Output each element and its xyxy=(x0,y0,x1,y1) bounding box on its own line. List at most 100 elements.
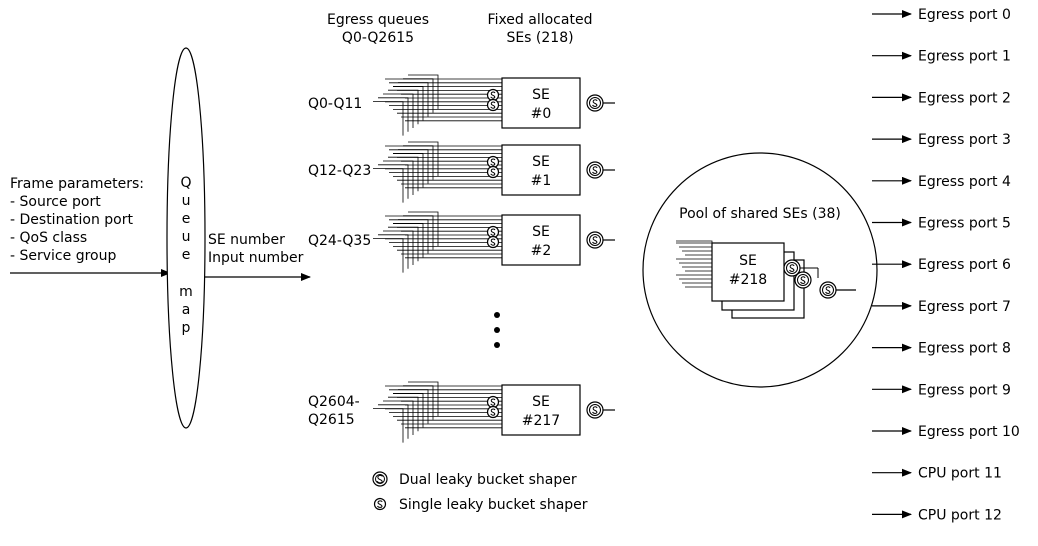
egress-port-label: Egress port 10 xyxy=(918,424,1020,440)
egress-port-label: Egress port 8 xyxy=(918,341,1011,357)
frame-parameters: Frame parameters: - Source port - Destin… xyxy=(10,176,144,264)
se-box-label: SE xyxy=(532,87,550,103)
legend: Dual leaky bucket shaper Single leaky bu… xyxy=(372,471,588,513)
queue-range-label: Q2615 xyxy=(308,412,355,428)
egress-port-label: Egress port 1 xyxy=(918,49,1011,65)
ellipsis-dot xyxy=(494,312,500,318)
egress-port-label: Egress port 6 xyxy=(918,257,1011,273)
shared-se-number: #218 xyxy=(729,272,767,288)
shaper-s-glyph xyxy=(789,264,795,272)
dual-shaper-inner-ring xyxy=(786,262,798,274)
egress-port-row: Egress port 7 xyxy=(872,299,1011,315)
frame-parameters-title: Frame parameters: xyxy=(10,176,144,192)
queue-map-letter: Q xyxy=(180,175,191,191)
queue-bracket xyxy=(383,230,414,265)
shaper-s-glyph xyxy=(592,406,598,414)
frame-param-service-group: - Service group xyxy=(10,248,116,264)
egress-port-label: Egress port 9 xyxy=(918,382,1011,398)
queue-range-label: Q0-Q11 xyxy=(308,96,362,112)
queue-bracket xyxy=(373,408,404,443)
egress-port-row: Egress port 5 xyxy=(872,216,1011,232)
se-box xyxy=(501,77,581,129)
egress-port-label: Egress port 3 xyxy=(918,132,1011,148)
egress-port-label: Egress port 0 xyxy=(918,7,1011,23)
se-box-number: #217 xyxy=(522,413,560,429)
se-box-label: SE xyxy=(532,224,550,240)
fixed-ses-header: Fixed allocated xyxy=(488,12,593,28)
queue-bracket xyxy=(383,160,414,195)
shaper-s-glyph xyxy=(490,158,496,166)
dual-shaper-legend-icon xyxy=(372,471,388,487)
egress-port-row: Egress port 8 xyxy=(872,341,1011,357)
egress-port-row: Egress port 6 xyxy=(872,257,1011,273)
shaper-s-glyph xyxy=(592,166,598,174)
ellipsis-dot xyxy=(494,342,500,348)
queue-bracket xyxy=(378,234,409,269)
egress-port-label: CPU port 11 xyxy=(918,466,1002,482)
frame-param-destination-port: - Destination port xyxy=(10,212,133,228)
frame-param-qos-class: - QoS class xyxy=(10,230,87,246)
shaper-s-glyph xyxy=(825,286,831,294)
shaper-s-glyph xyxy=(490,91,496,99)
egress-port-label: CPU port 12 xyxy=(918,507,1002,523)
queue-range-label: Q12-Q23 xyxy=(308,163,371,179)
single-shaper-legend-icon xyxy=(373,497,387,511)
shaper-s-glyph xyxy=(490,238,496,246)
queue-map-letter: e xyxy=(182,211,191,227)
dual-shaper-inner-ring xyxy=(589,164,601,176)
dual-shaper-legend-label: Dual leaky bucket shaper xyxy=(399,472,577,488)
queue-bracket xyxy=(373,168,404,203)
shaper-s-glyph xyxy=(490,408,496,416)
egress-queue-stack xyxy=(373,211,502,273)
shared-se-box xyxy=(711,242,785,302)
queue-bracket xyxy=(373,101,404,136)
dual-shaper-inner-ring xyxy=(589,404,601,416)
egress-port-row: CPU port 12 xyxy=(872,507,1002,523)
queue-map-letter: p xyxy=(182,320,191,336)
frame-param-source-port: - Source port xyxy=(10,194,101,210)
egress-port-label: Egress port 4 xyxy=(918,174,1011,190)
single-shaper-legend-label: Single leaky bucket shaper xyxy=(399,497,588,513)
shaper-s-glyph xyxy=(592,236,598,244)
se-blocks: Q0-Q11SE#0Q12-Q23SE#1Q24-Q35SE#2Q2604-Q2… xyxy=(308,74,615,443)
se-box-number: #2 xyxy=(531,243,552,259)
shared-se-pool: Pool of shared SEs (38) SE#218 xyxy=(642,152,878,388)
dual-shaper-inner-ring xyxy=(589,97,601,109)
egress-port-row: CPU port 11 xyxy=(872,466,1002,482)
egress-port-label: Egress port 5 xyxy=(918,216,1011,232)
egress-port-row: Egress port 4 xyxy=(872,174,1011,190)
egress-port-label: Egress port 7 xyxy=(918,299,1011,315)
dual-shaper-inner-ring xyxy=(589,234,601,246)
egress-port-row: Egress port 1 xyxy=(872,49,1011,65)
queue-map: Q u e u e m a p xyxy=(166,47,206,429)
shared-se-label: SE xyxy=(739,253,757,269)
egress-queues-header: Egress queues xyxy=(327,12,429,28)
egress-ports: Egress port 0 Egress port 1 Egress port 2 E… xyxy=(872,7,1020,523)
queue-range-label: Q2604- xyxy=(308,394,360,410)
queue-bracket xyxy=(373,238,404,273)
se-box xyxy=(501,214,581,266)
queue-bracket xyxy=(383,400,414,435)
egress-port-row: Egress port 0 xyxy=(872,7,1011,23)
egress-port-row: Egress port 9 xyxy=(872,382,1011,398)
egress-port-row: Egress port 2 xyxy=(872,90,1011,106)
se-block: Q24-Q35 SE #2 xyxy=(308,211,615,273)
se-box-label: SE xyxy=(532,394,550,410)
dual-shaper-inner-ring xyxy=(797,274,809,286)
shaper-s-glyph xyxy=(800,276,806,284)
shaper-s-glyph xyxy=(490,228,496,236)
egress-queues-range: Q0-Q2615 xyxy=(342,30,414,46)
ellipsis-dots xyxy=(494,312,500,348)
queue-bracket xyxy=(378,164,409,199)
dual-shaper-inner-ring xyxy=(822,284,834,296)
egress-queue-stack xyxy=(373,74,502,136)
queue-bracket xyxy=(383,93,414,128)
se-box-number: #0 xyxy=(531,106,552,122)
shaper-s-glyph xyxy=(490,168,496,176)
se-box xyxy=(501,144,581,196)
egress-port-row: Egress port 10 xyxy=(872,424,1020,440)
se-box-number: #1 xyxy=(531,173,552,189)
queue-range-label: Q24-Q35 xyxy=(308,233,371,249)
se-box xyxy=(501,384,581,436)
